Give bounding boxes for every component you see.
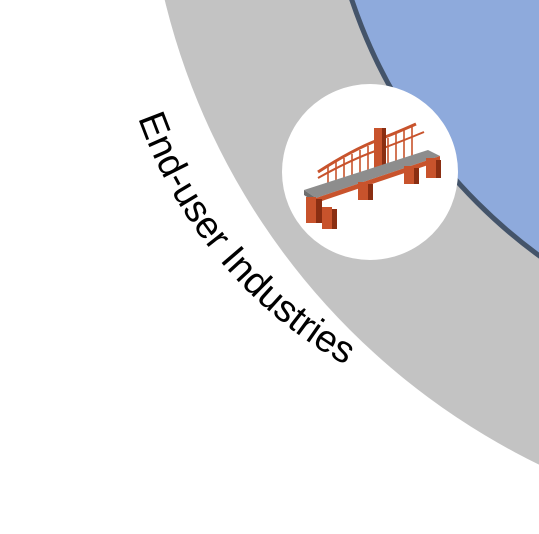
bridge-icon: [304, 122, 441, 229]
